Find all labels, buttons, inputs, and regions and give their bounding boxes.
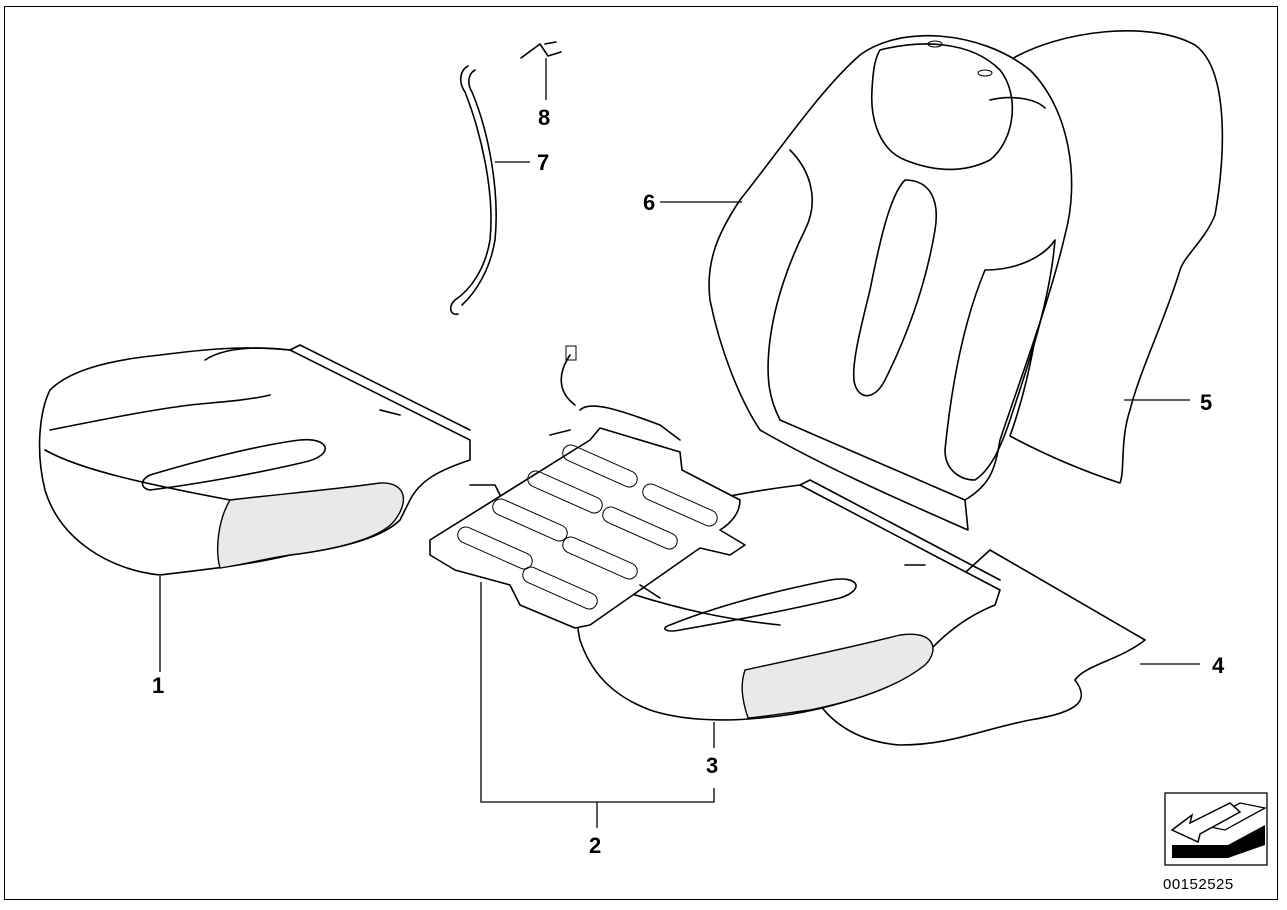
part-label-8: 8 (538, 105, 550, 130)
part-label-7: 7 (537, 150, 549, 175)
heating-elements (457, 444, 718, 610)
clip[interactable] (520, 41, 562, 59)
diagram-frame (4, 6, 1278, 900)
arrow-back-left-icon[interactable] (1164, 792, 1268, 866)
part-label-2: 2 (589, 833, 601, 858)
backrest-cushion[interactable] (708, 34, 1073, 531)
part-label-6: 6 (643, 190, 655, 215)
part-label-1: 1 (152, 673, 164, 698)
part-label-5: 5 (1200, 390, 1212, 415)
spring-wire[interactable] (449, 65, 497, 316)
part-label-4: 4 (1212, 653, 1225, 678)
part-label-3: 3 (706, 753, 718, 778)
seat-heating-mat[interactable] (429, 345, 746, 629)
leader-lines (159, 58, 1200, 828)
part-labels: 1 2 3 4 5 6 7 8 (152, 105, 1225, 858)
seat-cushion-left[interactable] (38, 344, 471, 576)
diagram-id: 00152525 (1163, 876, 1234, 893)
seat-underlay-panel[interactable] (819, 549, 1146, 746)
